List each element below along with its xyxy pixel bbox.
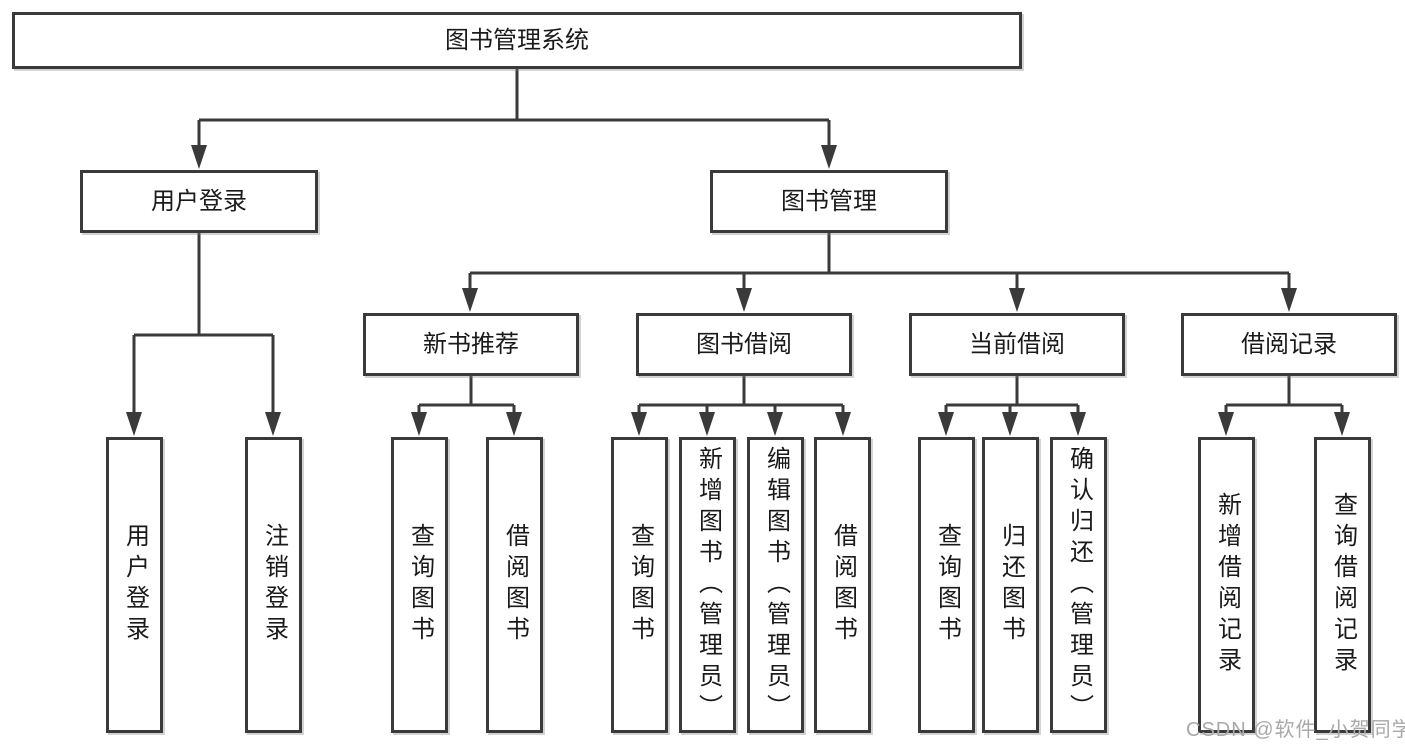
leaf-user-login: 用户登录	[106, 437, 163, 733]
node-root: 图书管理系统	[12, 12, 1022, 69]
node-user-login: 用户登录	[80, 170, 318, 233]
leaf-add-book-admin: 新增图书（管理员）	[679, 437, 736, 733]
leaf-query-books-recommend: 查询图书	[391, 437, 448, 733]
leaf-borrow-books: 借阅图书	[814, 437, 871, 733]
leaf-add-borrow-record: 新增借阅记录	[1198, 437, 1255, 733]
arrowheads	[126, 145, 1350, 436]
leaf-borrow-books-recommend: 借阅图书	[486, 437, 543, 733]
leaf-query-books-borrow: 查询图书	[611, 437, 668, 733]
node-book-management: 图书管理	[710, 170, 948, 233]
leaf-query-books-current: 查询图书	[918, 437, 975, 733]
node-new-book-recommend: 新书推荐	[363, 313, 579, 376]
leaf-query-borrow-record: 查询借阅记录	[1314, 437, 1371, 733]
watermark-text: CSDN @软件_小贺同学	[1186, 719, 1405, 741]
node-book-borrow: 图书借阅	[636, 313, 852, 376]
node-borrow-records: 借阅记录	[1181, 313, 1397, 376]
leaf-return-book: 归还图书	[982, 437, 1039, 733]
leaf-confirm-return-admin: 确认归还（管理员）	[1050, 437, 1107, 733]
leaf-edit-book-admin: 编辑图书（管理员）	[747, 437, 804, 733]
node-current-borrow: 当前借阅	[909, 313, 1125, 376]
leaf-logout: 注销登录	[245, 437, 302, 733]
